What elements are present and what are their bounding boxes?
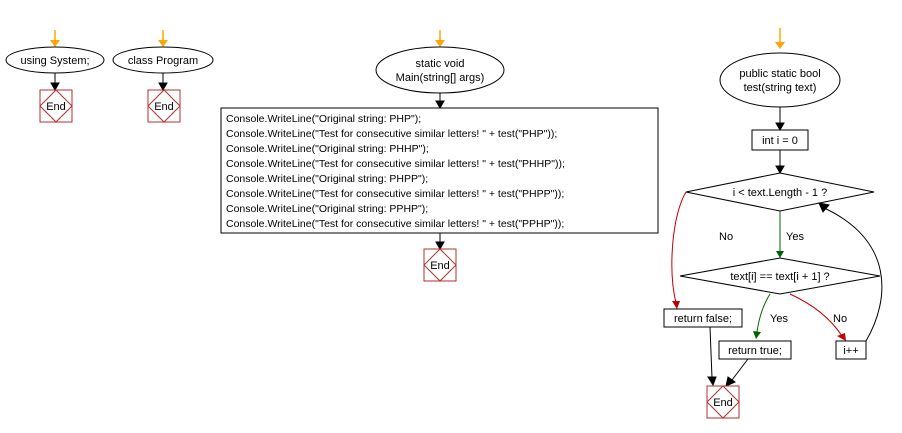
test-label-line2: test(string text) xyxy=(744,82,817,94)
code-line: Console.WriteLine("Original string: PHHP… xyxy=(226,143,429,155)
edge xyxy=(709,326,713,379)
no-arrowhead xyxy=(837,333,846,341)
main-code-block xyxy=(220,107,659,234)
code-line: Console.WriteLine("Test for consecutive … xyxy=(226,128,557,140)
yes-edge xyxy=(756,293,771,333)
start-arrowhead xyxy=(50,40,60,47)
end-box xyxy=(147,89,181,123)
edge xyxy=(731,358,749,381)
loop-back-edge xyxy=(821,206,883,342)
no-label: No xyxy=(833,313,847,325)
class-program-label: class Program xyxy=(128,55,198,67)
arrowhead xyxy=(818,202,830,213)
test-function-node xyxy=(719,52,841,108)
main-label-line1: static void xyxy=(416,58,465,70)
arrowhead xyxy=(50,82,60,92)
end-label: End xyxy=(430,260,450,272)
arrowhead xyxy=(435,241,445,251)
start-arrowhead xyxy=(158,40,168,47)
return-true-box xyxy=(718,340,792,360)
flow-test: public static bool test(string text) int… xyxy=(663,28,883,419)
arrowhead xyxy=(707,376,717,387)
init-label: int i = 0 xyxy=(762,135,798,147)
arrowhead xyxy=(435,100,445,110)
end-label: End xyxy=(46,101,66,113)
main-node xyxy=(375,46,505,94)
yes-label: Yes xyxy=(786,231,804,243)
end-diamond xyxy=(423,248,457,282)
code-line: Console.WriteLine("Test for consecutive … xyxy=(226,158,565,170)
no-label: No xyxy=(719,231,733,243)
yes-arrowhead xyxy=(776,251,784,258)
arrowhead xyxy=(775,122,785,132)
main-code-lines: Console.WriteLine("Original string: PHP"… xyxy=(226,113,565,230)
flow-class-program: class Program End xyxy=(112,30,214,123)
return-true-label: return true; xyxy=(728,345,782,357)
end-label: End xyxy=(154,101,174,113)
flow-main: static void Main(string[] args) Console.… xyxy=(220,30,659,282)
start-arrowhead xyxy=(775,42,785,49)
return-false-label: return false; xyxy=(674,313,732,325)
yes-label: Yes xyxy=(770,313,788,325)
end-diamond xyxy=(39,89,73,123)
char-compare-label: text[i] == text[i + 1] ? xyxy=(730,271,829,283)
using-system-label: using System; xyxy=(20,55,89,67)
increment-label: i++ xyxy=(843,345,858,357)
no-edge xyxy=(671,191,687,304)
test-label-line1: public static bool xyxy=(739,68,820,80)
start-arrowhead xyxy=(435,40,445,47)
arrowhead xyxy=(725,376,737,387)
no-arrowhead xyxy=(672,301,680,309)
increment-box xyxy=(835,340,867,360)
end-label: End xyxy=(713,397,733,409)
flow-using-system: using System; End xyxy=(5,30,105,123)
code-line: Console.WriteLine("Original string: PPHP… xyxy=(226,203,428,215)
no-edge xyxy=(789,293,843,337)
char-compare-diamond xyxy=(679,257,881,295)
code-line: Console.WriteLine("Original string: PHPP… xyxy=(226,173,428,185)
arrowhead xyxy=(158,82,168,92)
end-box xyxy=(706,385,740,419)
yes-arrowhead xyxy=(753,331,761,339)
arrowhead xyxy=(775,165,785,175)
code-line: Console.WriteLine("Original string: PHP"… xyxy=(226,113,421,125)
code-line: Console.WriteLine("Test for consecutive … xyxy=(226,218,564,230)
return-false-box xyxy=(663,308,743,328)
end-diamond xyxy=(147,89,181,123)
code-line: Console.WriteLine("Test for consecutive … xyxy=(226,188,564,200)
main-label-line2: Main(string[] args) xyxy=(396,72,485,84)
end-diamond xyxy=(706,385,740,419)
loop-condition-label: i < text.Length - 1 ? xyxy=(733,187,827,199)
